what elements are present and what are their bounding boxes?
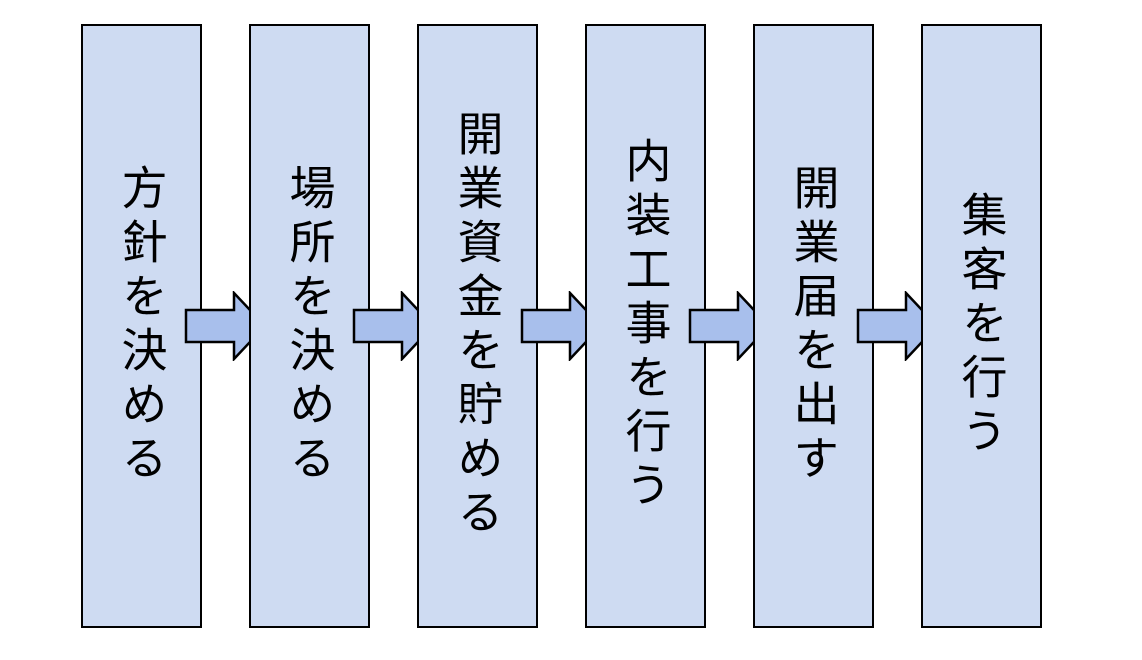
- flow-step-6: 集客を行う: [921, 24, 1042, 628]
- flow-step-1-label: 方針を決める: [114, 164, 169, 488]
- flow-step-4-label: 内装工事を行う: [618, 137, 673, 515]
- flow-step-6-label: 集客を行う: [954, 191, 1009, 461]
- flow-step-5-label: 開業届を出す: [786, 164, 841, 488]
- flow-step-3: 開業資金を貯める: [417, 24, 538, 628]
- flow-step-4: 内装工事を行う: [585, 24, 706, 628]
- flow-step-1: 方針を決める: [81, 24, 202, 628]
- flow-step-2-label: 場所を決める: [282, 164, 337, 488]
- flow-step-2: 場所を決める: [249, 24, 370, 628]
- flow-step-3-label: 開業資金を貯める: [450, 110, 505, 542]
